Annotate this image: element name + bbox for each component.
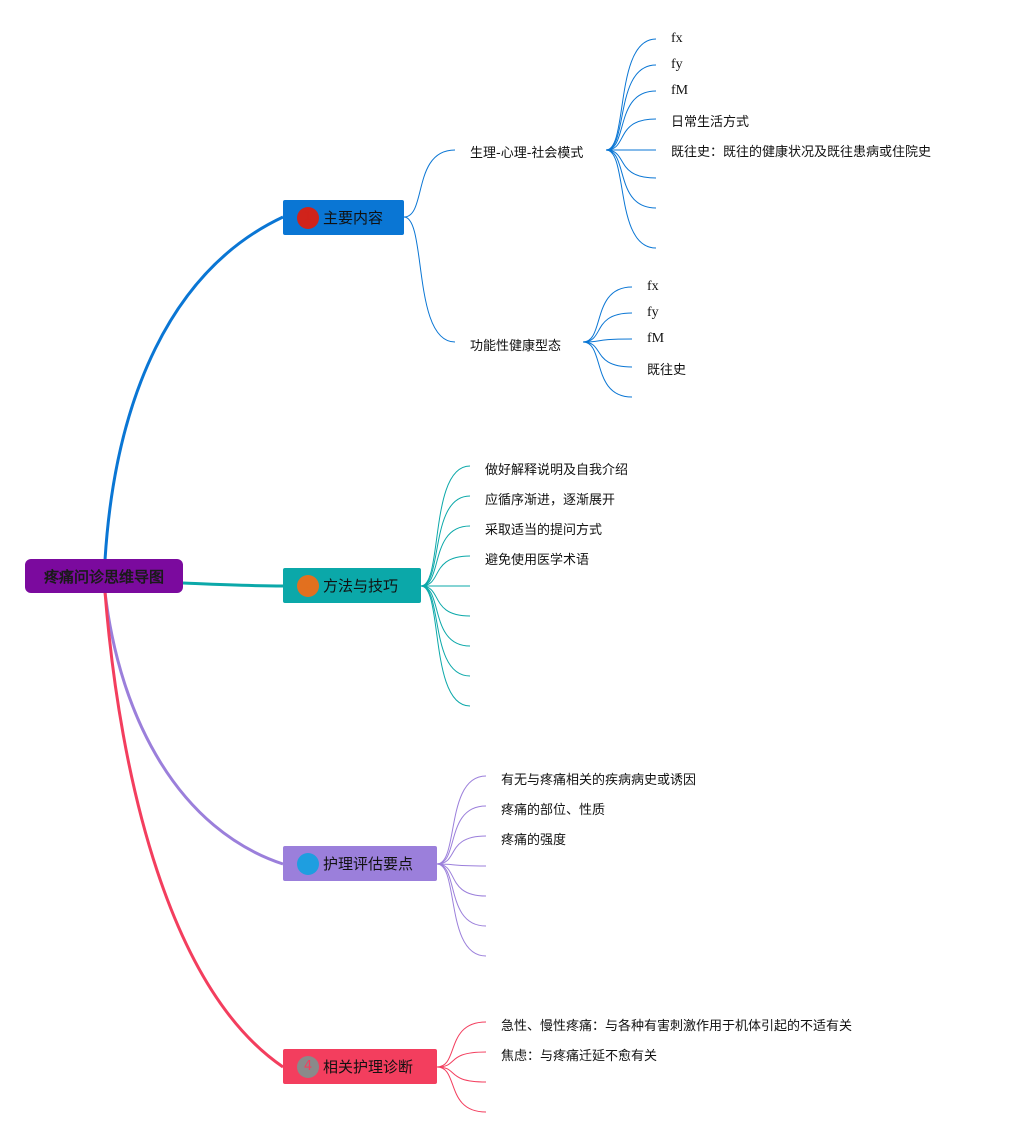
number-badge-icon: 3 xyxy=(297,852,319,875)
subtopic-connector xyxy=(403,149,456,218)
leaf-connector xyxy=(436,1051,487,1068)
root-connector xyxy=(103,591,284,1069)
leaf-item[interactable]: 应循序渐进，逐渐展开 xyxy=(485,493,616,508)
leaf-item[interactable]: fx xyxy=(671,31,683,46)
leaf-connector xyxy=(436,1066,487,1113)
leaf-connector xyxy=(436,1066,487,1083)
leaf-connector xyxy=(605,149,657,209)
leaf-connector xyxy=(436,863,487,867)
leaf-connector xyxy=(582,338,633,343)
leaf-connector xyxy=(582,312,633,343)
topic-label: 主要内容 xyxy=(323,209,384,227)
leaf-connector xyxy=(420,585,471,617)
leaf-connector xyxy=(420,555,471,587)
topic-label: 方法与技巧 xyxy=(323,577,399,595)
leaf-connector xyxy=(420,495,471,587)
root-connector xyxy=(103,591,284,866)
number-badge-icon: 1 xyxy=(297,206,319,229)
leaf-connector xyxy=(605,38,657,151)
leaf-item[interactable]: fx xyxy=(647,279,659,294)
subtopic-bio-psycho-social-model[interactable]: 生理-心理-社会模式 xyxy=(470,146,584,161)
leaf-connector xyxy=(605,90,657,151)
leaf-item[interactable]: 采取适当的提问方式 xyxy=(485,523,603,538)
topic-label: 相关护理诊断 xyxy=(323,1058,414,1076)
leaf-item[interactable]: fy xyxy=(671,57,683,72)
leaf-item[interactable]: 疼痛的部位、性质 xyxy=(501,803,606,818)
leaf-connector xyxy=(436,863,487,897)
leaf-connector xyxy=(420,465,471,587)
topic-label: 护理评估要点 xyxy=(323,855,414,873)
leaf-item[interactable]: 焦虑：与疼痛迁延不愈有关 xyxy=(501,1049,658,1064)
leaf-item[interactable]: 有无与疼痛相关的疾病病史或诱因 xyxy=(501,773,697,788)
topic-main-content[interactable]: 1 主要内容 xyxy=(283,200,404,235)
subtopic-functional-health-patterns[interactable]: 功能性健康型态 xyxy=(470,339,562,354)
leaf-connector xyxy=(605,118,657,151)
topic-nursing-assessment-points[interactable]: 3 护理评估要点 xyxy=(283,846,437,881)
leaf-item[interactable]: 既往史 xyxy=(647,363,687,378)
leaf-connector xyxy=(420,585,471,707)
topic-methods-and-techniques[interactable]: 2 方法与技巧 xyxy=(283,568,421,603)
root-topic[interactable]: 疼痛问诊思维导图 xyxy=(25,559,183,593)
leaf-item[interactable]: 日常生活方式 xyxy=(671,115,750,130)
root-topic-label: 疼痛问诊思维导图 xyxy=(43,567,164,586)
leaf-connector xyxy=(436,835,487,865)
leaf-item[interactable]: fy xyxy=(647,305,659,320)
leaf-connector xyxy=(436,805,487,865)
leaf-connector xyxy=(420,585,471,647)
root-connector xyxy=(103,215,284,561)
number-badge-icon: 2 xyxy=(297,574,319,597)
number-badge-icon: 4 xyxy=(297,1055,319,1078)
leaf-item[interactable]: 急性、慢性疼痛：与各种有害刺激作用于机体引起的不适有关 xyxy=(501,1019,853,1034)
root-connector xyxy=(182,581,284,588)
leaf-connector xyxy=(436,775,487,865)
leaf-item[interactable]: 做好解释说明及自我介绍 xyxy=(485,463,629,478)
leaf-connector xyxy=(582,286,633,343)
leaf-connector xyxy=(420,585,471,677)
leaf-connector xyxy=(605,64,657,151)
leaf-connector xyxy=(605,149,657,179)
leaf-connector xyxy=(436,1021,487,1068)
subtopic-connector xyxy=(403,216,456,343)
leaf-connector xyxy=(420,525,471,587)
leaf-item[interactable]: 既往史：既往的健康状况及既往患病或住院史 xyxy=(671,145,932,160)
leaf-connector xyxy=(582,341,633,398)
topic-related-nursing-diagnoses[interactable]: 4 相关护理诊断 xyxy=(283,1049,437,1084)
leaf-connector xyxy=(605,149,657,249)
leaf-connector xyxy=(582,341,633,368)
leaf-connector xyxy=(436,863,487,957)
leaf-connector xyxy=(436,863,487,927)
leaf-item[interactable]: fM xyxy=(647,331,665,346)
leaf-item[interactable]: 疼痛的强度 xyxy=(501,833,567,848)
leaf-item[interactable]: fM xyxy=(671,83,689,98)
leaf-item[interactable]: 避免使用医学术语 xyxy=(485,553,590,568)
